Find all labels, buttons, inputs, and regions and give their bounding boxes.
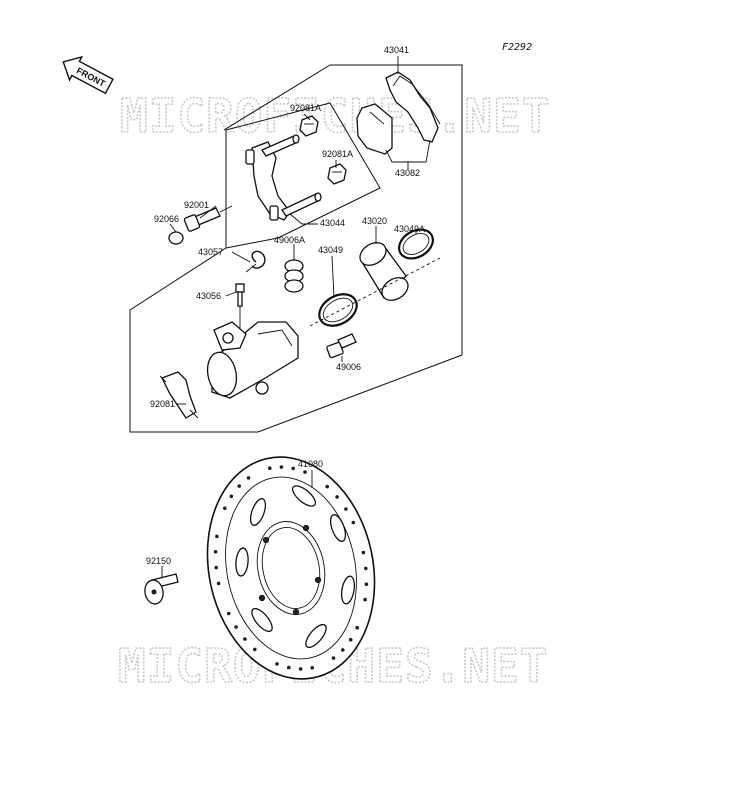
disc-drill-hole: [355, 625, 360, 630]
label-92001: 92001: [184, 200, 209, 210]
disc-drill-hole: [364, 582, 369, 586]
front-arrow-icon: FRONT: [62, 55, 114, 95]
pad-spring-icon: [392, 75, 441, 125]
label-41080: 41080: [298, 459, 323, 469]
boot-lower-icon: [327, 163, 347, 185]
bolt-49006-icon: [326, 333, 357, 359]
spring-clip-icon: [245, 250, 266, 273]
disc-drill-hole: [287, 665, 291, 670]
leader-lines: [161, 56, 441, 578]
disc-drill-hole: [291, 466, 296, 471]
diagram-code: F2292: [502, 42, 532, 53]
label-92066: 92066: [154, 214, 179, 224]
disc-drill-hole: [275, 662, 279, 666]
label-92150: 92150: [146, 556, 171, 566]
cap-92066-icon: [168, 231, 184, 245]
disc-drill-hole: [253, 647, 257, 652]
disc-drill-hole: [331, 656, 336, 660]
label-43041: 43041: [384, 45, 409, 55]
disc-drill-hole: [361, 550, 366, 555]
disc-drill-hole: [229, 494, 234, 499]
label-43020: 43020: [362, 216, 387, 226]
label-43056: 43056: [196, 291, 221, 301]
piston-seal-icon: [318, 293, 358, 327]
disc-drill-holes: [213, 465, 369, 671]
bracket-subframe: [225, 102, 381, 249]
disc-drill-hole: [234, 625, 238, 629]
disc-drill-hole: [363, 597, 367, 602]
disc-drill-hole: [215, 534, 219, 539]
disc-drill-hole: [298, 667, 303, 671]
dust-seal-icon: [284, 259, 304, 293]
label-43049: 43049: [318, 245, 343, 255]
label-49006: 49006: [336, 362, 361, 372]
disc-drill-hole: [226, 611, 231, 616]
disc-drill-hole: [335, 495, 339, 499]
bolt-92001-icon: [183, 205, 233, 232]
disc-drill-hole: [223, 506, 227, 511]
dust-seal-ring-icon: [398, 228, 434, 260]
boot-upper-icon: [299, 115, 319, 137]
disc-drill-hole: [279, 465, 284, 469]
disc-drill-hole: [213, 550, 218, 554]
disc-drill-hole: [341, 648, 345, 652]
label-49006A: 49006A: [274, 235, 305, 245]
disc-drill-hole: [237, 484, 241, 488]
label-92081: 92081: [150, 399, 175, 409]
brake-disc-icon: [206, 456, 376, 680]
disc-drill-hole: [268, 466, 272, 471]
bleeder-valve-icon: [235, 283, 245, 330]
brake-pad-icon: [356, 71, 439, 155]
disc-drill-hole: [216, 581, 221, 586]
disc-drill-hole: [243, 637, 247, 641]
caliper-body-icon: [206, 321, 299, 399]
label-92081A-upper: 92081A: [290, 103, 321, 113]
disc-drill-hole: [325, 484, 330, 489]
label-43082: 43082: [395, 168, 420, 178]
caliper-assembly-frame: [129, 64, 463, 433]
label-92081A-lower: 92081A: [322, 149, 353, 159]
disc-drill-hole: [303, 470, 307, 474]
bolt-92150-icon: [144, 573, 179, 605]
watermark-top: MICROFICHES.NET: [120, 89, 550, 143]
disc-drill-hole: [344, 507, 348, 511]
disc-drill-hole: [214, 565, 218, 570]
disc-drill-hole: [351, 520, 356, 525]
disc-drill-hole: [364, 566, 368, 571]
disc-drill-hole: [310, 666, 315, 670]
disc-drill-hole: [246, 476, 251, 480]
label-43044: 43044: [320, 218, 345, 228]
label-43049A: 43049A: [394, 224, 425, 234]
caliper-bracket-icon: [245, 134, 322, 221]
pad-retainer-icon: [159, 371, 199, 419]
disc-drill-hole: [348, 637, 353, 642]
label-43057: 43057: [198, 247, 223, 257]
